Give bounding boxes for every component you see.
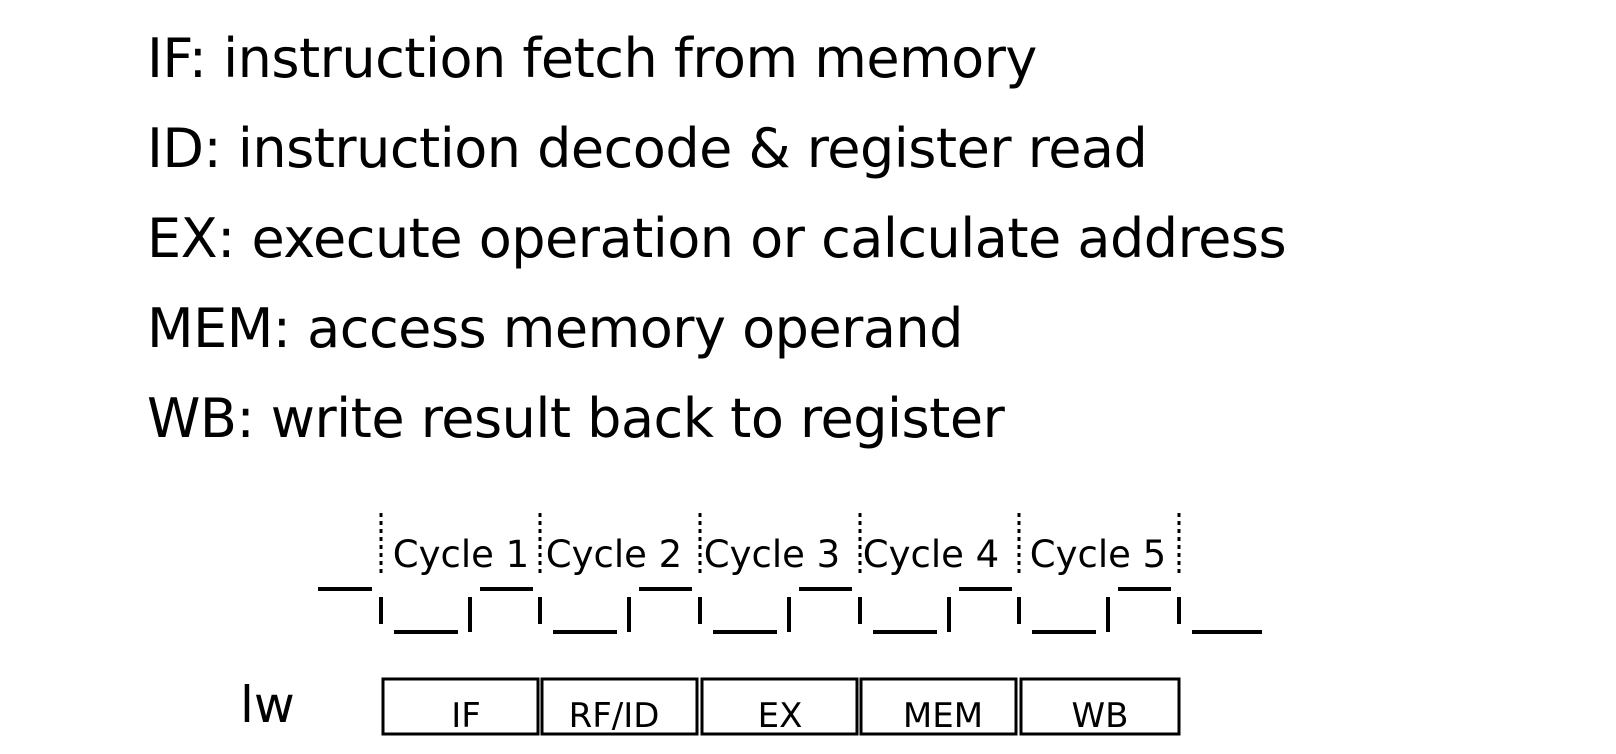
stage-label: MEM (903, 696, 983, 736)
stage-box-ex (700, 677, 859, 736)
cycle-labels: Cycle 1 Cycle 2 Cycle 3 Cycle 4 Cycle 5 (393, 533, 1166, 576)
stage-labels: IF RF/ID EX MEM WB (451, 696, 1128, 736)
stage-box-if (381, 677, 540, 736)
cycle-boundaries (379, 513, 1181, 576)
stage-label: EX (758, 696, 803, 736)
cycle-label: Cycle 1 (393, 533, 529, 576)
definition-id: ID: instruction decode & register read (147, 117, 1148, 180)
clock-waveform (318, 587, 1262, 634)
stage-box-id (540, 677, 699, 736)
cycle-label: Cycle 4 (863, 533, 999, 576)
definition-ex: EX: execute operation or calculate addre… (147, 207, 1287, 270)
cycle-label: Cycle 5 (1030, 533, 1166, 576)
pipeline-stages (381, 677, 1181, 736)
cycle-label: Cycle 2 (546, 533, 682, 576)
stage-definitions: IF: instruction fetch from memory ID: in… (147, 14, 1287, 464)
stage-box-wb (1019, 677, 1181, 736)
definition-if: IF: instruction fetch from memory (147, 27, 1037, 90)
instruction-label: lw (240, 676, 295, 734)
stage-box-mem (859, 677, 1018, 736)
stage-label: WB (1072, 696, 1129, 736)
definition-wb: WB: write result back to register (147, 387, 1005, 450)
cycle-label: Cycle 3 (704, 533, 840, 576)
definition-mem: MEM: access memory operand (147, 297, 963, 360)
stage-label: IF (451, 696, 481, 736)
stage-label: RF/ID (569, 696, 660, 736)
